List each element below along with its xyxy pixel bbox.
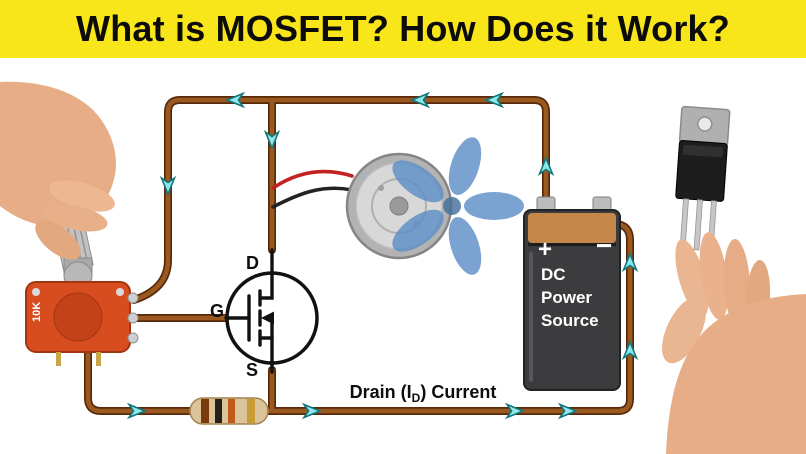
pot-eyelet: [116, 288, 124, 296]
battery-minus-sign: −: [596, 230, 613, 261]
pot-value-label: 10K: [31, 302, 43, 322]
resistor-band: [215, 399, 222, 423]
left-hand: [0, 81, 116, 260]
left-hand-thumb: [35, 220, 81, 260]
right-hand-palm: [666, 294, 806, 454]
to220-transistor: [675, 105, 731, 252]
resistor-band: [228, 399, 235, 423]
right-hand-finger: [675, 239, 709, 317]
mosfet-gate-label: G: [210, 301, 225, 321]
left-hand-finger: [44, 204, 108, 232]
fan-hub: [443, 197, 461, 215]
motor-wire-red: [271, 169, 354, 190]
pot-leg: [56, 352, 61, 366]
pot-eyelet: [32, 288, 40, 296]
drain-current-subscript: D: [411, 391, 421, 405]
left-hand-finger: [49, 180, 115, 212]
right-hand: [662, 232, 806, 454]
title-banner: What is MOSFET? How Does it Work?: [0, 0, 806, 58]
resistor-band: [247, 399, 255, 423]
mosfet-body-arrow: [261, 311, 274, 325]
battery-label: DC Power Source: [541, 265, 599, 330]
resistor-band: [201, 399, 209, 423]
fan-blades: [392, 137, 524, 275]
motor-wire-black: [271, 186, 354, 209]
mosfet-drain-label: D: [246, 253, 259, 273]
resistor: [189, 397, 269, 425]
transistor-body-gloss: [682, 144, 724, 158]
mosfet-internals: [224, 248, 274, 374]
page-title: What is MOSFET? How Does it Work?: [76, 8, 730, 49]
battery-band: [528, 213, 616, 243]
battery-band-edge: [528, 243, 616, 246]
pot-lug: [127, 312, 139, 324]
pot-body-detail: [53, 292, 103, 342]
right-hand-thumb: [662, 296, 706, 364]
battery-highlight: [529, 252, 533, 382]
pot-lug: [127, 292, 139, 304]
battery-body: [523, 209, 621, 391]
transistor-tab-hole: [697, 116, 713, 132]
battery: [523, 196, 621, 391]
pot-lug: [127, 332, 139, 344]
battery-plus-sign: +: [538, 236, 553, 263]
motor-screw: [378, 185, 384, 191]
drain-current-label: Drain (ID) Current: [349, 382, 497, 405]
right-hand-finger: [699, 232, 729, 320]
transistor-leg: [693, 199, 703, 251]
dc-motor: [271, 137, 524, 275]
pot-leg: [96, 352, 101, 366]
mosfet-source-label: S: [246, 360, 259, 380]
mosfet-symbol: [224, 248, 319, 374]
motor-shaft: [389, 196, 409, 216]
